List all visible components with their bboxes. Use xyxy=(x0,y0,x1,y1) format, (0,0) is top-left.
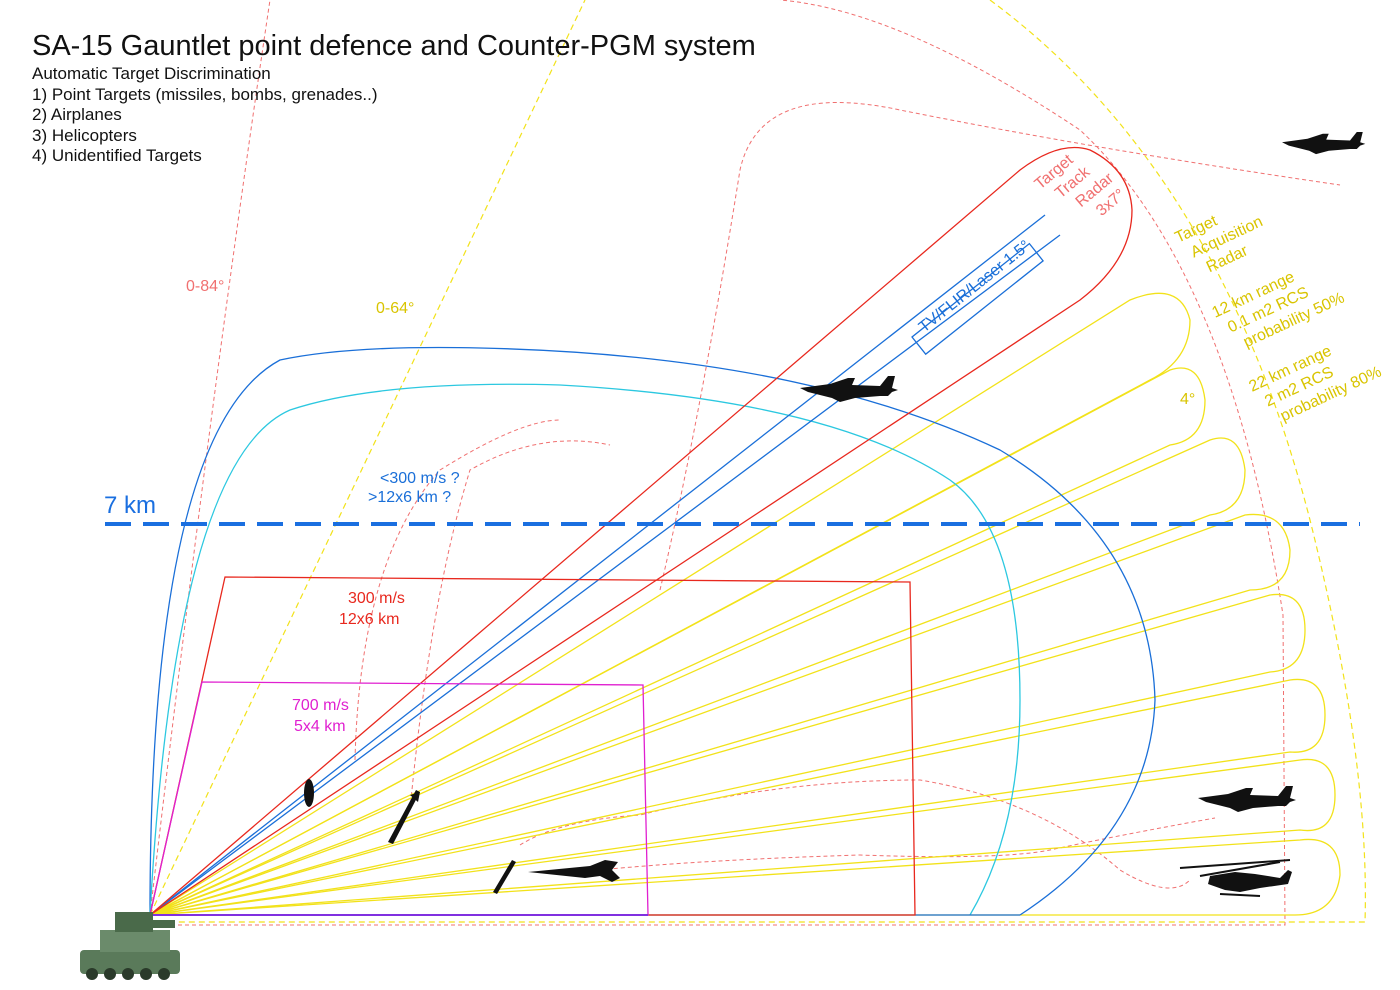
box-300ms xyxy=(149,576,916,916)
coverage-blue xyxy=(149,346,1156,916)
header: SA-15 Gauntlet point defence and Counter… xyxy=(32,28,756,167)
beam-7 xyxy=(149,758,1336,916)
beam-5 xyxy=(149,593,1306,916)
laser-line-2 xyxy=(149,234,1061,916)
angle-84-label: 0-84° xyxy=(186,278,224,295)
pink-outer-envelope xyxy=(150,0,1286,926)
beam-2 xyxy=(149,367,1206,916)
missile-icon xyxy=(493,860,516,894)
target-list-item: 1) Point Targets (missiles, bombs, grena… xyxy=(32,84,378,104)
beam-3 xyxy=(149,437,1246,916)
target-list-item: 4) Unidentified Targets xyxy=(32,146,202,165)
unknown-speed-label: <300 m/s ? xyxy=(380,470,460,487)
box-300ms-range: 12x6 km xyxy=(339,611,399,628)
laser-label: TV/FLIR/Laser 1.5° xyxy=(916,237,1034,336)
coverage-curves xyxy=(149,346,1156,916)
coverage-cyan xyxy=(149,383,1021,916)
pink-trajectory-missile xyxy=(409,440,611,811)
fighter-jet-icon xyxy=(800,376,898,402)
pink-trajectory-bomb xyxy=(354,419,561,761)
angle-84-boundary xyxy=(149,0,271,916)
sa15-vehicle-icon xyxy=(80,912,180,980)
pink-trajectory-cruise xyxy=(599,817,1216,871)
page-title: SA-15 Gauntlet point defence and Counter… xyxy=(32,30,756,62)
beam-4 xyxy=(149,513,1291,916)
beam-8 xyxy=(149,838,1341,916)
track-radar-beam xyxy=(149,146,1133,916)
engagement-envelope-pink xyxy=(149,0,1341,926)
pink-trajectory-low xyxy=(519,779,1191,889)
acq-22km-label: 22 km range 2 m2 RCS probability 80% xyxy=(1247,343,1385,426)
target-list-item: 3) Helicopters xyxy=(32,125,137,145)
pink-trajectory-jet xyxy=(659,102,1341,591)
box-700ms-speed: 700 m/s xyxy=(292,697,349,714)
acquisition-radar-fan xyxy=(149,292,1341,916)
subtitle: Automatic Target Discrimination xyxy=(32,64,271,83)
unknown-range-label: >12x6 km ? xyxy=(368,489,451,506)
box-300ms-speed: 300 m/s xyxy=(348,590,405,607)
acquisition-range-boundary xyxy=(150,0,1366,923)
target-list-item: 2) Airplanes xyxy=(32,105,122,124)
seven-km-label: 7 km xyxy=(104,492,156,519)
beam-6 xyxy=(149,678,1326,916)
laser-beam xyxy=(149,214,1061,916)
laser-label-box xyxy=(911,242,1044,356)
acq-radar-label: Target Acquisition Radar xyxy=(1173,212,1266,276)
missile-icon xyxy=(388,790,420,844)
acquisition-radar-outer xyxy=(149,0,1366,923)
fighter-jet-icon xyxy=(1198,786,1296,812)
cruise-missile-icon xyxy=(528,860,620,882)
attack-helicopter-icon xyxy=(1179,859,1293,897)
fighter-jet-icon xyxy=(1282,132,1366,155)
laser-line-1 xyxy=(149,214,1046,916)
bomb-icon xyxy=(304,779,314,807)
angle-64-boundary xyxy=(149,0,586,916)
angle-64-label: 0-64° xyxy=(376,300,414,317)
beam-angle-label: 4° xyxy=(1180,391,1195,408)
beam-1 xyxy=(149,292,1191,916)
box-700ms-range: 5x4 km xyxy=(294,718,346,735)
